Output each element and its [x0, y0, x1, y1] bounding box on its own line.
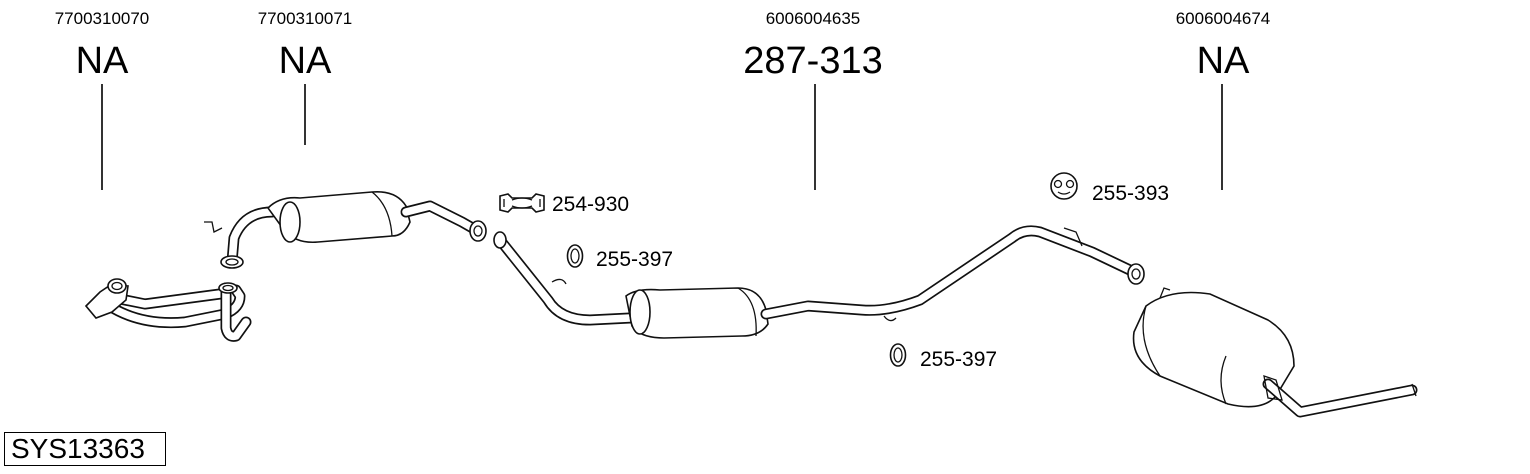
front-silencer-drawing: [204, 190, 487, 269]
part-number[interactable]: 287-313: [743, 40, 882, 82]
accessory-ring-2[interactable]: 255-397: [889, 343, 998, 371]
part-label-2: 7700310071 NA: [258, 9, 353, 145]
part-label-3: 6006004635 287-313: [743, 9, 883, 190]
oe-number: 6006004635: [766, 9, 861, 28]
accessory-ring-1[interactable]: 255-397: [566, 244, 674, 271]
accessory-label: 255-397: [920, 348, 997, 371]
clamp-icon: [499, 193, 545, 213]
rear-silencer-drawing: [1132, 287, 1418, 418]
system-code-box: SYS13363: [4, 432, 166, 466]
part-label-4: 6006004674 NA: [1176, 9, 1271, 190]
accessory-label: 255-393: [1092, 182, 1169, 205]
centre-silencer-drawing: [493, 225, 1145, 339]
accessory-label: 254-930: [552, 193, 629, 216]
accessory-clamp[interactable]: 254-930: [499, 193, 629, 216]
oe-number: 7700310070: [55, 9, 150, 28]
oe-number: 6006004674: [1176, 9, 1271, 28]
rubber-hanger-icon: [1050, 172, 1078, 200]
accessory-label: 255-397: [596, 248, 673, 271]
oe-number: 7700310071: [258, 9, 353, 28]
part-number[interactable]: NA: [1197, 40, 1250, 82]
part-number[interactable]: NA: [76, 40, 129, 82]
rubber-ring-icon: [889, 343, 907, 367]
front-downpipe-drawing: [84, 278, 252, 342]
part-label-1: 7700310070 NA: [55, 9, 150, 190]
rubber-ring-icon: [566, 244, 584, 268]
part-number[interactable]: NA: [279, 40, 332, 82]
accessory-hanger[interactable]: 255-393: [1050, 172, 1169, 205]
